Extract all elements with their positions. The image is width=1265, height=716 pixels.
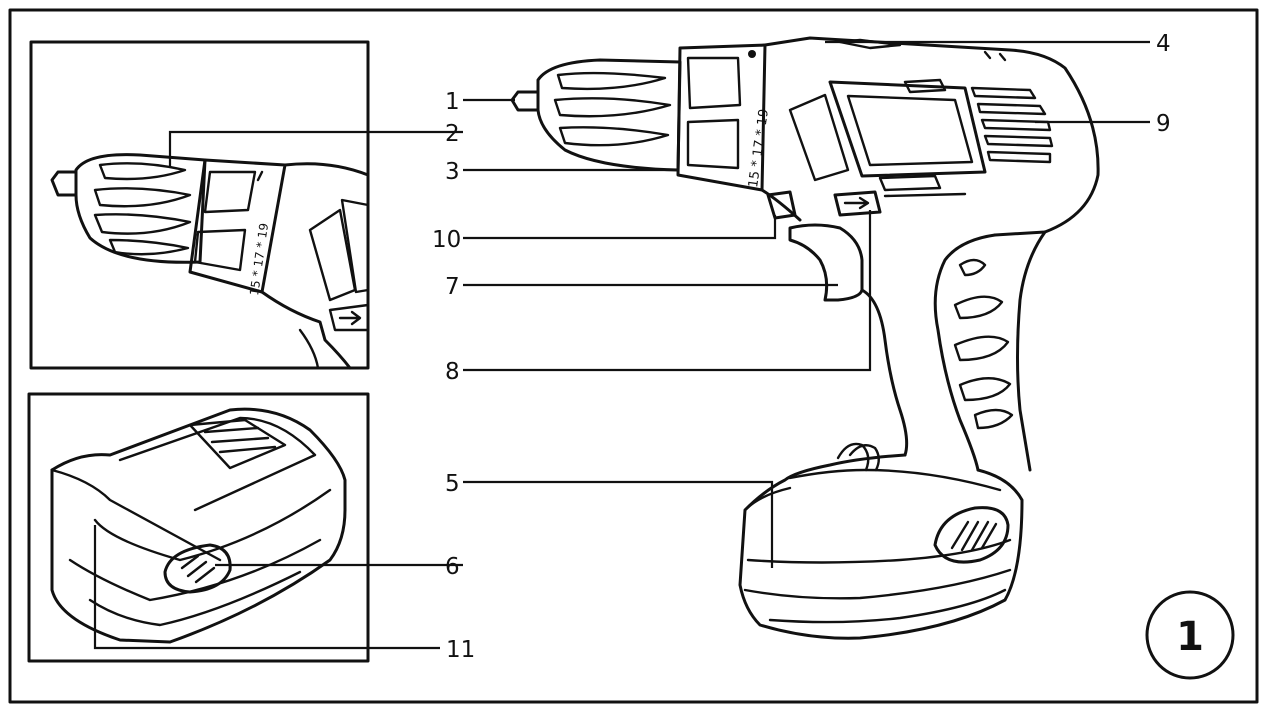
drill-lower-vent [878,174,942,192]
drill-battery-lower-ridge [743,568,1012,600]
drill-battery-outline [738,453,1024,640]
callout-9: 9 [1156,111,1171,137]
drill-side-panel-inner [846,94,974,167]
drill-vents [970,86,1054,164]
leader-line-11 [93,525,440,650]
inset-collar-rib [203,170,257,214]
drill-panel-tab [903,78,947,94]
callout-labels: 1 2 3 4 5 6 7 8 9 10 11 [432,31,1171,663]
figure-number-circle [1145,590,1235,680]
drill-speed-marks: 15 * 17 * 19 [746,108,772,188]
drill-battery-latch [836,442,870,472]
leader-lines [93,40,1150,650]
battery-body-outline [50,468,347,644]
battery-button-grip [180,554,216,584]
battery-edge [50,468,222,562]
battery-top-outline [50,407,347,512]
callout-11: 11 [446,637,475,663]
inset-vent [308,208,357,302]
battery-contacts [203,426,277,454]
drill-housing-top [763,36,1100,237]
inset-body-panel [340,198,370,294]
inset-battery-frame [27,392,370,663]
drill-arrow-icon [843,196,870,210]
inset-chuck-groove [93,213,192,235]
inset-collar-rib [193,228,247,272]
battery-rail [188,418,287,470]
inset-arrow-icon [338,310,362,326]
drill-gear-selector [838,38,902,50]
drill-collar-rib [686,118,740,170]
drill-handle-front [860,288,909,457]
leader-line-2 [168,130,463,168]
drill-handle-back-outer [1016,230,1047,472]
callout-7: 7 [445,274,460,300]
inset-battery [27,392,370,663]
drill-grip-ridges [953,258,1014,430]
drill-housing-detail [983,50,1007,62]
callout-3: 3 [445,159,460,185]
battery-release-button [163,543,232,594]
main-drill: 15 * 17 * 19 [510,36,1100,640]
drill-neck [760,188,802,222]
drill-battery-mid-ridge [746,538,1012,564]
drill-front-vent [788,93,850,182]
drill-collar-rib [686,56,742,110]
callout-2: 2 [445,121,460,147]
drill-direction-switch [833,190,882,217]
callout-6: 6 [445,554,460,580]
drill-trigger [788,223,864,302]
drill-bit-tip [510,90,540,112]
inset-chuck-groove [98,162,187,181]
inset-body-bottom [260,290,352,370]
inset-chuck-groove [108,238,190,256]
drill-collar-dot [748,50,756,58]
callout-1: 1 [445,89,460,115]
inset-chuck-groove [93,187,192,208]
drill-lower-vent-line [883,192,967,198]
battery-base-ridge [88,570,302,627]
drill-battery-base-ridge [768,588,1007,624]
callout-4: 4 [1156,31,1171,57]
drill-battery-latch [848,444,880,472]
drill-chuck-groove [556,71,667,91]
drill-battery-release-button [933,506,1010,564]
inset-chuck: 15 * 17 * 19 [29,40,370,370]
battery-top-plate [118,416,317,512]
drill-chuck-sleeve [536,58,682,172]
leader-line-5 [463,480,774,568]
callout-5: 5 [445,471,460,497]
drill-battery-top-edge [788,468,1002,492]
drill-chuck-groove [558,126,670,147]
drill-side-panel [828,80,987,178]
inset-direction-switch [328,303,370,332]
drill-battery-button-grip [950,520,998,552]
leader-line-8 [463,210,872,372]
callout-8: 8 [445,359,460,385]
figure-number-badge: 1 [1145,590,1235,680]
drill-battery-corner [743,486,792,512]
leader-line-10 [463,215,777,240]
inset-chuck-sleeve [74,153,207,264]
callout-10: 10 [432,227,461,253]
outer-frame [8,8,1259,704]
figure-number: 1 [1176,614,1204,660]
inset-handle-edge [298,328,320,370]
battery-mid-ridge [93,488,332,562]
inset-collar-mark [256,170,264,182]
inset-bit-tip [50,170,78,197]
drill-handle-back-inner [933,233,997,472]
inset-body-top [283,162,370,177]
drill-chuck-groove [553,97,672,118]
